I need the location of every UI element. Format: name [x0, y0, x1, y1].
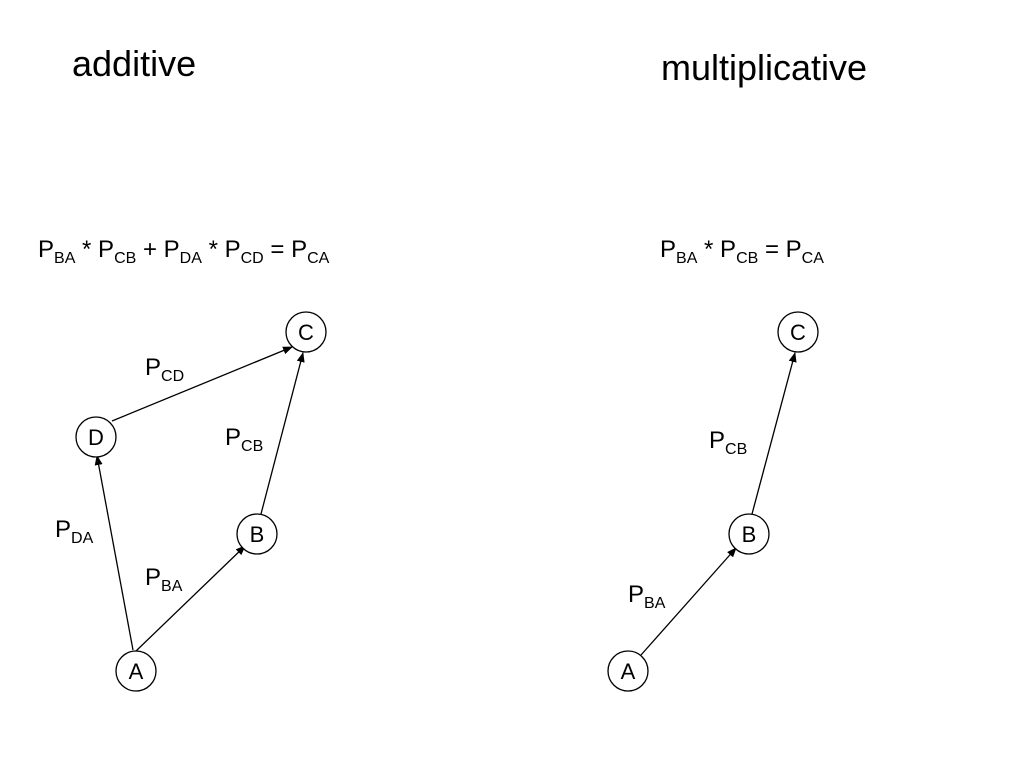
formula-term: P — [163, 236, 180, 263]
node-b-multiplicative: B — [728, 513, 770, 555]
edge-label-main: P — [145, 354, 162, 381]
formula-term: P — [291, 236, 308, 263]
formula-subscript: DA — [179, 250, 202, 267]
formula-operator: = — [758, 236, 786, 263]
edge-a-to-b — [135, 545, 246, 652]
edge-label-main: P — [145, 564, 162, 591]
edge-d-to-c — [111, 346, 293, 422]
edge-label-main: P — [55, 516, 72, 543]
edge-label-main: P — [628, 581, 645, 608]
node-label: A — [621, 659, 636, 684]
edge-label-pba: PBA — [628, 581, 665, 612]
heading-additive: additive — [72, 43, 197, 84]
node-label: B — [250, 522, 265, 547]
edge-label-subscript: BA — [644, 595, 666, 612]
formula-term: P — [785, 236, 802, 263]
formula-term: P — [720, 236, 737, 263]
formula-subscript: BA — [54, 250, 76, 267]
edge-a-to-b — [640, 547, 737, 656]
edge-label-main: P — [709, 427, 726, 454]
formula-subscript: BA — [676, 250, 698, 267]
node-label: A — [129, 659, 144, 684]
node-a-additive: A — [115, 650, 157, 692]
edge-b-to-c — [260, 352, 305, 515]
formula-operator: * — [201, 236, 225, 263]
formula-subscript: CA — [801, 250, 824, 267]
node-label: C — [298, 320, 314, 345]
edge-a-to-d — [94, 455, 134, 651]
formula-term: P — [98, 236, 115, 263]
heading-multiplicative: multiplicative — [661, 47, 868, 88]
formula-subscript: CD — [240, 250, 264, 267]
node-label: C — [790, 320, 806, 345]
node-c-multiplicative: C — [777, 311, 819, 353]
edge-label-subscript: CB — [241, 438, 264, 455]
formula-subscript: CB — [114, 250, 137, 267]
node-c-additive: C — [285, 311, 327, 353]
formula-term: P — [38, 236, 55, 263]
edge-label-pda: PDA — [55, 516, 93, 547]
formula-operator: + — [136, 236, 164, 263]
formula-operator: = — [263, 236, 292, 263]
node-b-additive: B — [236, 513, 278, 555]
formula-multiplicative: PBA * PCB = PCA — [660, 236, 824, 267]
edge-label-subscript: BA — [161, 578, 183, 595]
node-a-multiplicative: A — [607, 650, 649, 692]
edge-label-pcb: PCB — [709, 427, 747, 458]
edge-label-pcd: PCD — [145, 354, 184, 385]
node-d-additive: D — [75, 416, 117, 458]
formula-subscript: CA — [307, 250, 330, 267]
edge-b-to-c — [751, 352, 797, 515]
node-label: B — [742, 522, 757, 547]
formula-operator: * — [75, 236, 99, 263]
edge-label-pcb: PCB — [225, 424, 263, 455]
formula-subscript: CB — [736, 250, 759, 267]
formula-additive: PBA * PCB + PDA * PCD = PCA — [38, 236, 329, 267]
edge-label-subscript: DA — [71, 530, 94, 547]
edge-label-main: P — [225, 424, 242, 451]
node-label: D — [88, 425, 104, 450]
formula-operator: * — [697, 236, 721, 263]
edge-label-pba: PBA — [145, 564, 182, 595]
edge-label-subscript: CB — [725, 441, 748, 458]
edge-label-subscript: CD — [161, 368, 185, 385]
formula-term: P — [224, 236, 241, 263]
formula-term: P — [660, 236, 677, 263]
